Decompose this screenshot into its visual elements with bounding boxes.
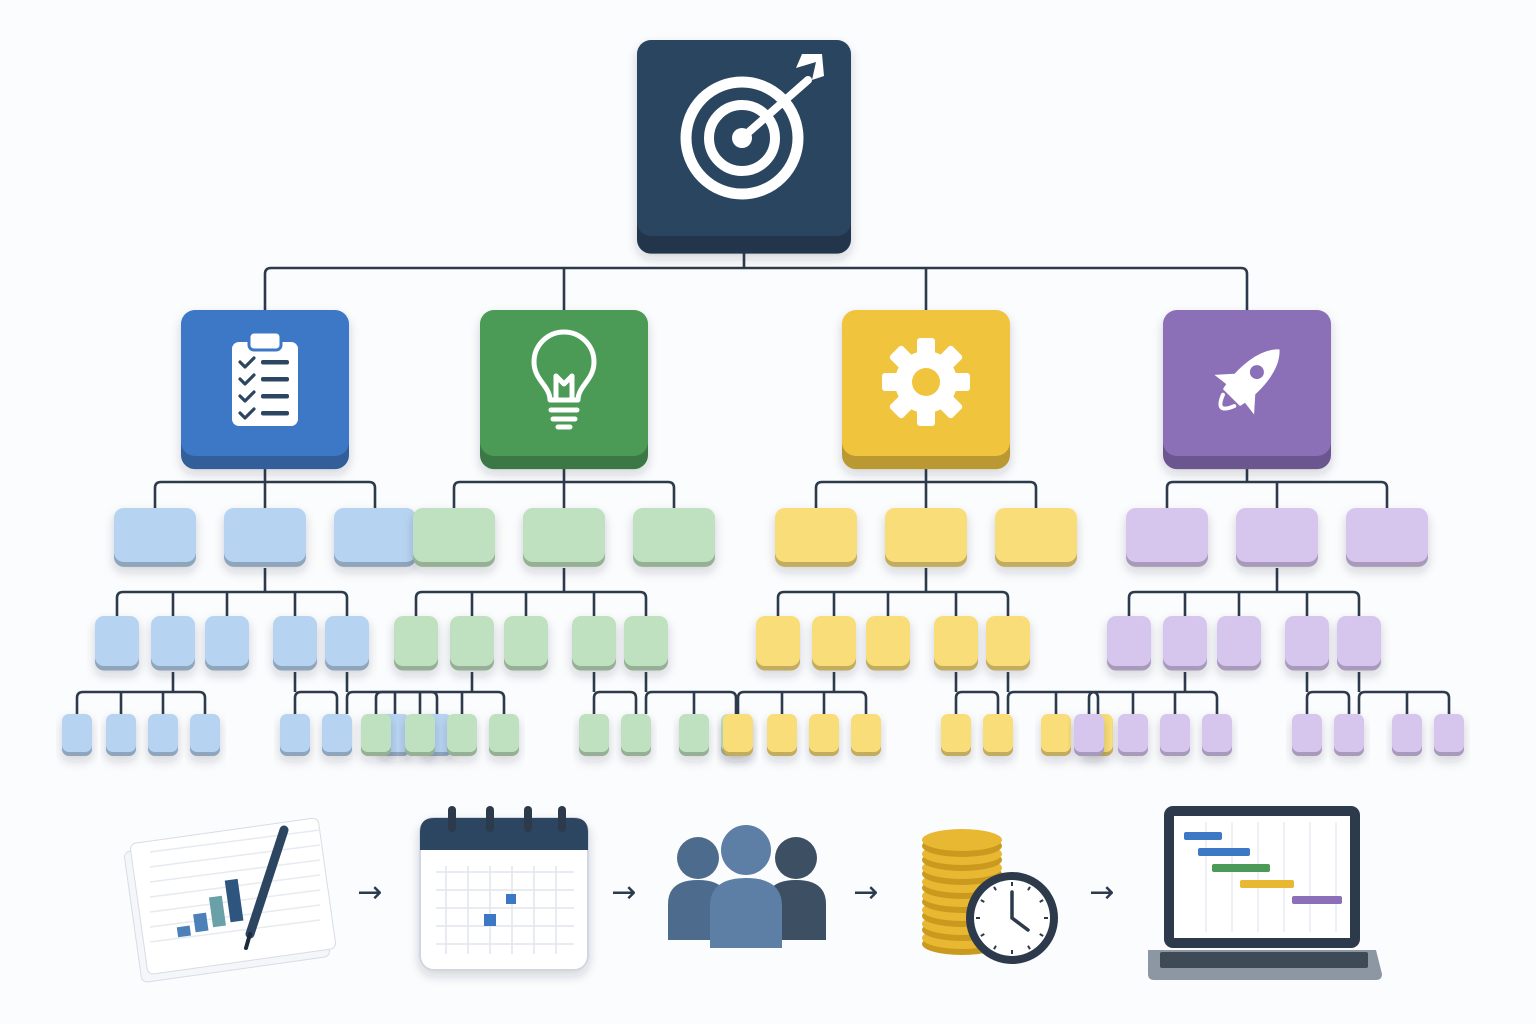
branch-connector-operations xyxy=(814,464,1038,508)
subtask-operations-3 xyxy=(866,616,910,671)
leaf-operations-1-2 xyxy=(767,714,797,756)
subtask-operations-1 xyxy=(756,616,800,671)
subtask-launch-2 xyxy=(1163,616,1207,671)
budget-time-icon xyxy=(922,829,1058,964)
leaf-launch-3-2 xyxy=(1434,714,1464,756)
calendar-icon xyxy=(419,806,589,971)
subtask-connector-ideation xyxy=(414,568,648,616)
workflow-arrow-2: → xyxy=(611,875,637,910)
leaf-operations-2-2 xyxy=(983,714,1013,756)
task-launch-3 xyxy=(1346,508,1428,567)
subtask-ideation-3 xyxy=(504,616,548,671)
subtask-launch-5 xyxy=(1337,616,1381,671)
leaf-connector-ideation-3 xyxy=(644,672,738,714)
subtask-operations-2 xyxy=(812,616,856,671)
task-launch-2 xyxy=(1236,508,1318,567)
gantt-laptop-icon xyxy=(1148,806,1382,980)
subtask-launch-3 xyxy=(1217,616,1261,671)
subtask-operations-5 xyxy=(986,616,1030,671)
leaf-connector-launch-1 xyxy=(1087,672,1219,714)
task-planning-3 xyxy=(334,508,416,567)
task-launch-1 xyxy=(1126,508,1208,567)
leaf-connector-launch-3 xyxy=(1357,672,1451,714)
leaf-operations-1-3 xyxy=(809,714,839,756)
leaf-connector-operations-3 xyxy=(1006,672,1100,714)
rocket-icon xyxy=(1214,349,1280,415)
workflow-arrow-4: → xyxy=(1089,875,1115,910)
leaf-connector-ideation-1 xyxy=(374,672,506,714)
connector-lines xyxy=(75,246,1451,714)
leaf-launch-3-1 xyxy=(1392,714,1422,756)
gear-icon xyxy=(882,338,970,426)
subtask-connector-operations xyxy=(776,568,1010,616)
leaf-launch-1-2 xyxy=(1118,714,1148,756)
leaf-ideation-1-4 xyxy=(489,714,519,756)
subtask-ideation-1 xyxy=(394,616,438,671)
clipboard-checklist-icon xyxy=(232,330,298,426)
subtask-planning-2 xyxy=(151,616,195,671)
subtask-launch-4 xyxy=(1285,616,1329,671)
task-operations-1 xyxy=(775,508,857,567)
task-ideation-3 xyxy=(633,508,715,567)
subtask-planning-4 xyxy=(273,616,317,671)
branch-connector-launch xyxy=(1165,464,1389,508)
leaf-planning-2-2 xyxy=(322,714,352,756)
workflow-strip xyxy=(124,806,1382,983)
branch-connector-planning xyxy=(153,464,377,508)
leaf-launch-1-4 xyxy=(1202,714,1232,756)
team-icon xyxy=(668,825,826,948)
leaf-ideation-2-1 xyxy=(579,714,609,756)
task-ideation-1 xyxy=(413,508,495,567)
leaf-connector-operations-1 xyxy=(736,672,868,714)
leaf-operations-3-1 xyxy=(1041,714,1071,756)
subtask-launch-1 xyxy=(1107,616,1151,671)
leaf-planning-1-1 xyxy=(62,714,92,756)
lightbulb-icon xyxy=(531,329,597,430)
subtask-ideation-2 xyxy=(450,616,494,671)
leaf-connector-launch-2 xyxy=(1305,672,1351,714)
target-icon xyxy=(680,54,824,200)
workflow-arrow-3: → xyxy=(853,875,879,910)
leaf-planning-1-2 xyxy=(106,714,136,756)
leaf-operations-1-4 xyxy=(851,714,881,756)
subtask-connector-planning xyxy=(115,568,349,616)
task-operations-2 xyxy=(885,508,967,567)
leaf-connector-planning-1 xyxy=(75,672,207,714)
workflow-arrow-1: → xyxy=(357,875,383,910)
leaf-operations-1-1 xyxy=(723,714,753,756)
branch-connector-ideation xyxy=(452,464,676,508)
subtask-ideation-5 xyxy=(624,616,668,671)
leaf-connector-ideation-2 xyxy=(592,672,638,714)
leaf-operations-2-1 xyxy=(941,714,971,756)
leaf-ideation-2-2 xyxy=(621,714,651,756)
task-planning-1 xyxy=(114,508,196,567)
leaf-launch-1-3 xyxy=(1160,714,1190,756)
leaf-launch-1-1 xyxy=(1074,714,1104,756)
subtask-connector-launch xyxy=(1127,568,1361,616)
leaf-launch-2-2 xyxy=(1334,714,1364,756)
leaf-planning-1-4 xyxy=(190,714,220,756)
icon-layer xyxy=(232,54,1280,430)
leaf-connector-planning-2 xyxy=(293,672,339,714)
task-planning-2 xyxy=(224,508,306,567)
leaf-planning-1-3 xyxy=(148,714,178,756)
leaf-ideation-1-3 xyxy=(447,714,477,756)
leaf-ideation-3-1 xyxy=(679,714,709,756)
leaf-ideation-1-1 xyxy=(361,714,391,756)
subtask-planning-1 xyxy=(95,616,139,671)
root-connector xyxy=(263,246,1249,310)
report-chart-icon xyxy=(124,817,336,983)
leaf-planning-2-1 xyxy=(280,714,310,756)
leaf-ideation-1-2 xyxy=(405,714,435,756)
task-ideation-2 xyxy=(523,508,605,567)
leaf-launch-2-1 xyxy=(1292,714,1322,756)
leaf-connector-operations-2 xyxy=(954,672,1000,714)
task-operations-3 xyxy=(995,508,1077,567)
subtask-ideation-4 xyxy=(572,616,616,671)
subtask-planning-5 xyxy=(325,616,369,671)
subtask-operations-4 xyxy=(934,616,978,671)
subtask-planning-3 xyxy=(205,616,249,671)
